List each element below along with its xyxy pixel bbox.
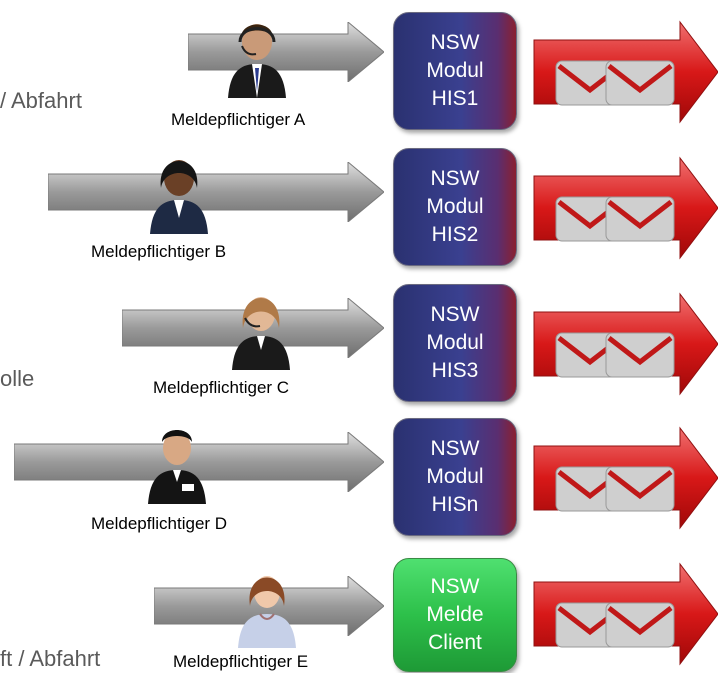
module-his1: NSW Modul HIS1: [393, 12, 517, 130]
module-line: NSW: [430, 437, 480, 460]
gray-arrow: [122, 298, 384, 358]
row-c: Meldepflichtiger C NSW Modul HIS3: [0, 284, 718, 404]
cutoff-text-1: / Abfahrt: [0, 88, 82, 113]
person-d-label: Meldepflichtiger D: [88, 514, 231, 534]
person-e-icon: [236, 562, 298, 648]
gray-arrow: [14, 432, 384, 492]
module-melde-client: NSW Melde Client: [393, 558, 517, 672]
envelope-icon: [605, 466, 675, 512]
person-d-icon: [146, 418, 208, 504]
module-line: HIS3: [431, 359, 479, 382]
gray-arrow: [188, 22, 384, 82]
person-a-icon: [226, 12, 288, 98]
gray-arrow: [48, 162, 384, 222]
person-c-icon: [230, 284, 292, 370]
module-line: Modul: [426, 331, 484, 354]
module-line: Modul: [426, 195, 484, 218]
row-e: Meldepflichtiger E NSW Melde Client: [0, 552, 718, 672]
module-his3: NSW Modul HIS3: [393, 284, 517, 402]
module-his2: NSW Modul HIS2: [393, 148, 517, 266]
module-line: NSW: [430, 167, 480, 190]
row-b: Meldepflichtiger B NSW Modul HIS2: [0, 148, 718, 268]
module-hisn: NSW Modul HISn: [393, 418, 517, 536]
person-b-label: Meldepflichtiger B: [88, 242, 230, 262]
envelope-icon: [605, 332, 675, 378]
cutoff-text-2: olle: [0, 366, 35, 391]
module-line: NSW: [430, 303, 480, 326]
module-line: NSW: [430, 575, 480, 598]
module-line: Modul: [426, 59, 484, 82]
envelope-icon: [605, 602, 675, 648]
cutoff-text-3: ft / Abfahrt: [0, 646, 101, 671]
module-line: HISn: [431, 493, 479, 516]
module-line: HIS2: [431, 223, 479, 246]
person-a-label: Meldepflichtiger A: [168, 110, 309, 130]
person-b-icon: [148, 148, 210, 234]
module-line: Modul: [426, 465, 484, 488]
envelope-icon: [605, 196, 675, 242]
module-line: NSW: [430, 31, 480, 54]
module-line: Client: [428, 631, 482, 654]
person-c-label: Meldepflichtiger C: [150, 378, 293, 398]
row-a: Meldepflichtiger A NSW Modul HIS1: [0, 12, 718, 132]
person-e-label: Meldepflichtiger E: [170, 652, 312, 672]
module-line: Melde: [426, 603, 484, 626]
row-d: Meldepflichtiger D NSW Modul HISn: [0, 418, 718, 538]
module-line: HIS1: [431, 87, 479, 110]
envelope-icon: [605, 60, 675, 106]
